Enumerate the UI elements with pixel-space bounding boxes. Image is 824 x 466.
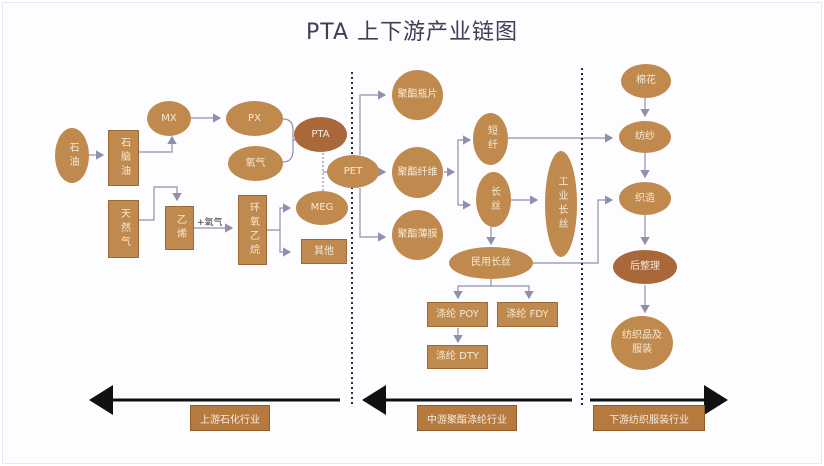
edge-eo-meg [267, 203, 292, 231]
edge-pet-chips [359, 90, 387, 155]
node-polyester-film: 聚酯薄膜 [392, 210, 443, 260]
node-ethylene: 乙烯 [165, 206, 194, 250]
node-staple-fiber: 短纤 [473, 113, 508, 165]
node-other: 其他 [301, 239, 347, 264]
node-textiles: 纺织品及服装 [611, 316, 673, 370]
label-plus-oxygen: +氧气 [197, 218, 223, 228]
node-spinning: 纺纱 [619, 121, 671, 153]
page-title: PTA 上下游产业链图 [305, 20, 519, 45]
node-polyester-chips: 聚酯瓶片 [392, 70, 443, 120]
node-filament: 长丝 [476, 172, 511, 227]
edge-split-filament [457, 172, 472, 210]
node-dty: 涤纶 DTY [427, 345, 488, 369]
band-downstream: 下游纺织服装行业 [593, 405, 705, 431]
edge-civil-poy [453, 278, 492, 300]
node-weaving: 织造 [619, 182, 671, 215]
band-upstream: 上游石化行业 [190, 405, 270, 431]
node-fdy: 涤纶 FDY [497, 302, 558, 327]
node-polyester-fiber: 聚酯纤维 [392, 147, 443, 198]
node-naphtha: 石脑油 [108, 130, 139, 186]
node-pet: PET [327, 155, 379, 188]
edge-civil-weaving [533, 195, 614, 264]
node-px: PX [226, 101, 283, 136]
band-midstream: 中游聚酯涤纶行业 [417, 405, 517, 431]
node-oxygen: 氧气 [228, 146, 283, 181]
node-finishing: 后整理 [613, 250, 677, 284]
node-natural-gas: 天然气 [108, 200, 139, 258]
node-industrial-filament: 工业长丝 [545, 151, 577, 257]
edge-pet-film [359, 188, 387, 242]
node-meg: MEG [296, 191, 348, 225]
edge-civil-fdy [491, 285, 534, 300]
node-mx: MX [147, 101, 191, 136]
node-cotton: 棉花 [621, 64, 671, 98]
edge-gas-ethylene [139, 186, 182, 221]
edge-eo-other [279, 230, 292, 257]
node-civil-filament: 民用长丝 [449, 247, 533, 279]
edge-split-staple [457, 135, 472, 172]
node-crude-oil: 石油 [55, 128, 89, 183]
node-pta: PTA [294, 117, 347, 152]
node-ethylene-oxide: 环氧乙烷 [238, 195, 267, 265]
edge-naphtha-mx [139, 135, 177, 153]
node-poy: 涤纶 POY [427, 302, 488, 327]
